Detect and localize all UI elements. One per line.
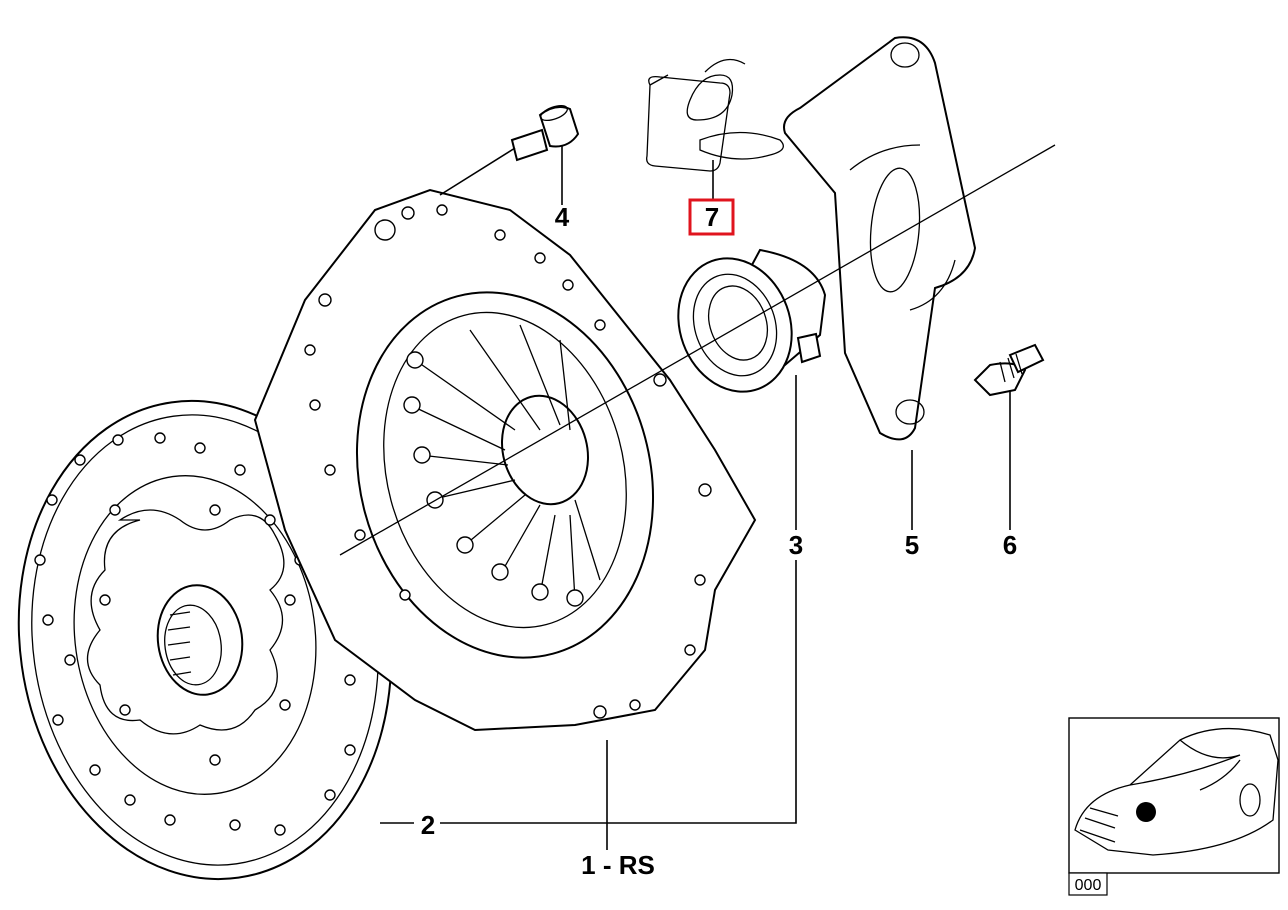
- callout-3: 3: [789, 530, 803, 560]
- callout-2: 2: [421, 810, 435, 840]
- release-bearing-clip: [646, 58, 784, 172]
- location-marker-icon: [1136, 802, 1156, 822]
- cover-bolt-holes: [304, 204, 712, 719]
- diaphragm-fingers: [403, 324, 601, 607]
- centre-axis-line: [339, 144, 1056, 556]
- callout-4: 4: [555, 202, 570, 232]
- callout-1: 1 - RS: [581, 850, 655, 880]
- callout-5: 5: [905, 530, 919, 560]
- thumbnail-ref-code: 000: [1075, 877, 1102, 894]
- svg-text:3: 3: [789, 530, 803, 560]
- callout-7: 7: [688, 198, 735, 236]
- svg-text:6: 6: [1003, 530, 1017, 560]
- vehicle-location-thumbnail: 000: [1068, 717, 1280, 896]
- svg-text:2: 2: [421, 810, 435, 840]
- release-fork: [783, 36, 977, 441]
- svg-text:1 - RS: 1 - RS: [581, 850, 655, 880]
- pivot-pin: [973, 343, 1045, 397]
- guide-bolt: [510, 104, 580, 162]
- disc-rivets: [34, 432, 356, 836]
- callout-6: 6: [1003, 530, 1017, 560]
- svg-text:5: 5: [905, 530, 919, 560]
- leader-lines: [380, 145, 1011, 850]
- release-bearing: [677, 248, 827, 393]
- svg-text:7: 7: [705, 202, 719, 232]
- svg-text:4: 4: [555, 202, 570, 232]
- car-outline-icon: [1074, 727, 1279, 856]
- callout-7-highlight-box: [688, 198, 735, 236]
